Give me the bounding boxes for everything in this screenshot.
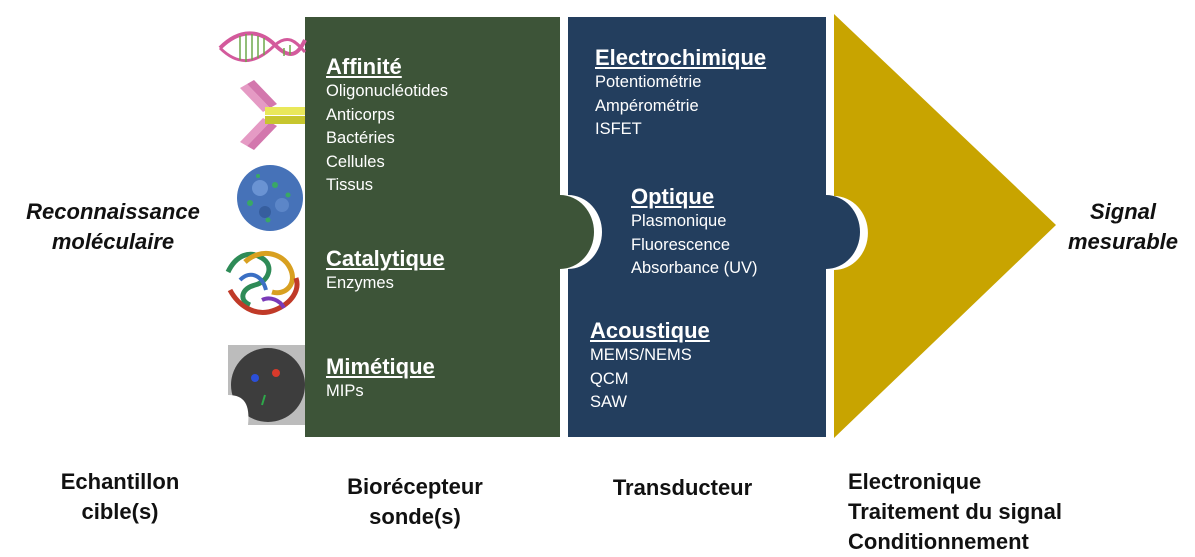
dna-strand-icon xyxy=(218,31,307,63)
electrochemical-title: Electrochimique xyxy=(595,45,767,70)
electronics-puzzle-piece xyxy=(834,14,1056,438)
electronics-label-line3: Conditionnement xyxy=(848,529,1029,554)
transducer-label-line1: Transducteur xyxy=(612,475,753,500)
bioreceptor-puzzle-piece xyxy=(305,17,594,437)
acoustic-item: SAW xyxy=(590,393,627,411)
optical-title: Optique xyxy=(631,184,715,209)
mimetic-title: Mimétique xyxy=(326,354,435,379)
mimetic-item: MIPs xyxy=(326,382,364,400)
affinity-item: Bactéries xyxy=(326,129,395,147)
transducer-puzzle-piece xyxy=(568,17,860,437)
enzyme-protein-icon xyxy=(225,251,300,315)
optical-item: Plasmonique xyxy=(631,212,727,230)
right-label-line2: mesurable xyxy=(1067,229,1179,254)
electronics-label-line1: Electronique xyxy=(848,469,982,494)
imprinted-polymer-icon xyxy=(228,345,305,425)
acoustic-item: QCM xyxy=(590,369,629,388)
electronics-label-line2: Traitement du signal xyxy=(848,499,1062,524)
affinity-item: Oligonucléotides xyxy=(326,82,448,100)
electrochemical-item: ISFET xyxy=(595,120,642,138)
affinity-item: Cellules xyxy=(326,152,385,171)
antibody-icon xyxy=(240,80,305,150)
bioreceptor-catalytic-section: Catalytique Enzymes xyxy=(326,246,445,296)
sample-label: Echantillon cible(s) xyxy=(30,467,210,527)
left-label: Reconnaissance moléculaire xyxy=(8,197,218,257)
electrochemical-item: Ampérométrie xyxy=(595,96,699,115)
transducer-electrochemical-section: Electrochimique Potentiométrie Ampéromét… xyxy=(595,45,766,142)
bioreceptor-label-line2: sonde(s) xyxy=(369,504,461,529)
acoustic-item: MEMS/NEMS xyxy=(590,346,692,364)
catalytic-item: Enzymes xyxy=(326,274,394,292)
transducer-optical-section: Optique Plasmonique Fluorescence Absorba… xyxy=(631,184,758,281)
acoustic-title: Acoustique xyxy=(590,318,710,343)
bioreceptor-label-line1: Biorécepteur xyxy=(347,474,483,499)
electrochemical-item: Potentiométrie xyxy=(595,73,702,91)
bioreceptor-label: Biorécepteur sonde(s) xyxy=(320,472,510,532)
left-label-line1: Reconnaissance xyxy=(26,199,200,224)
affinity-title: Affinité xyxy=(326,54,402,79)
sample-label-line1: Echantillon xyxy=(60,469,180,494)
optical-item: Absorbance (UV) xyxy=(631,259,758,277)
right-label-line1: Signal xyxy=(1089,199,1156,224)
right-label: Signal mesurable xyxy=(1058,197,1188,257)
electronics-label: Electronique Traitement du signal Condit… xyxy=(848,467,1178,557)
transducer-acoustic-section: Acoustique MEMS/NEMS QCM SAW xyxy=(590,318,710,415)
sample-label-line2: cible(s) xyxy=(81,499,159,524)
affinity-item: Anticorps xyxy=(326,105,395,124)
catalytic-title: Catalytique xyxy=(326,246,445,271)
bacteria-cell-icon xyxy=(237,165,303,231)
transducer-label: Transducteur xyxy=(590,473,775,503)
left-label-line2: moléculaire xyxy=(51,229,175,254)
affinity-item: Tissus xyxy=(326,176,374,194)
bioreceptor-mimetic-section: Mimétique MIPs xyxy=(326,354,435,404)
bioreceptor-affinity-section: Affinité Oligonucléotides Anticorps Bact… xyxy=(326,54,448,198)
optical-item: Fluorescence xyxy=(631,235,731,254)
